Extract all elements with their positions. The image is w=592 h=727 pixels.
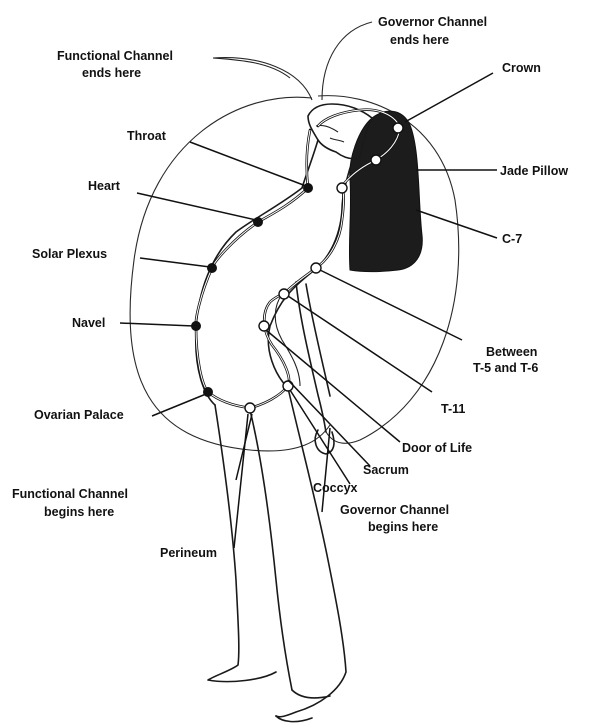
label-throat: Throat: [127, 129, 167, 143]
label-functional-ends: Functional Channel ends here: [57, 49, 176, 80]
label-sacrum: Sacrum: [363, 463, 409, 477]
leader-between: [320, 270, 462, 340]
leg-front: [208, 405, 276, 682]
label-crown: Crown: [502, 61, 541, 75]
leader-t11: [288, 296, 432, 392]
label-t11: T-11: [441, 402, 465, 416]
orbit-loop-front: [130, 97, 330, 451]
point-coccyx: [283, 381, 293, 391]
leader-governor-begins: [322, 428, 330, 512]
label-door-of-life: Door of Life: [402, 441, 472, 455]
point-perineum: [245, 403, 255, 413]
leader-perineum: [234, 414, 248, 548]
leg-inner: [250, 410, 292, 690]
point-door-of-life: [259, 321, 269, 331]
leader-ovarian-palace: [152, 394, 206, 416]
point-crown: [393, 123, 403, 133]
label-solar-plexus: Solar Plexus: [32, 247, 107, 261]
point-between-t5-t6: [311, 263, 321, 273]
point-heart: [254, 218, 263, 227]
face-detail: [316, 125, 344, 142]
orbit-loop-top: [213, 58, 312, 100]
point-t11: [279, 289, 289, 299]
label-governor-ends: Governor Channel ends here: [378, 15, 491, 47]
orbit-loop-head: [322, 22, 372, 100]
label-c7: C-7: [502, 232, 522, 246]
leader-crown: [405, 73, 493, 122]
leader-solar-plexus: [140, 258, 210, 267]
leader-heart: [137, 193, 256, 220]
hair: [349, 111, 422, 271]
label-coccyx: Coccyx: [313, 481, 358, 495]
label-functional-begins: Functional Channel begins here: [12, 487, 131, 519]
leg-back: [276, 388, 346, 717]
point-c7: [337, 183, 347, 193]
label-governor-begins: Governor Channel begins here: [340, 503, 453, 534]
label-jade-pillow: Jade Pillow: [500, 164, 568, 178]
label-ovarian-palace: Ovarian Palace: [34, 408, 124, 422]
leader-throat: [190, 142, 306, 186]
neck-front: [302, 140, 318, 188]
label-heart: Heart: [88, 179, 121, 193]
leader-navel: [120, 323, 194, 326]
label-perineum: Perineum: [160, 546, 217, 560]
point-solar-plexus: [208, 264, 217, 273]
point-jade-pillow: [371, 155, 381, 165]
label-navel: Navel: [72, 316, 105, 330]
label-between: Between T-5 and T-6: [473, 345, 541, 375]
